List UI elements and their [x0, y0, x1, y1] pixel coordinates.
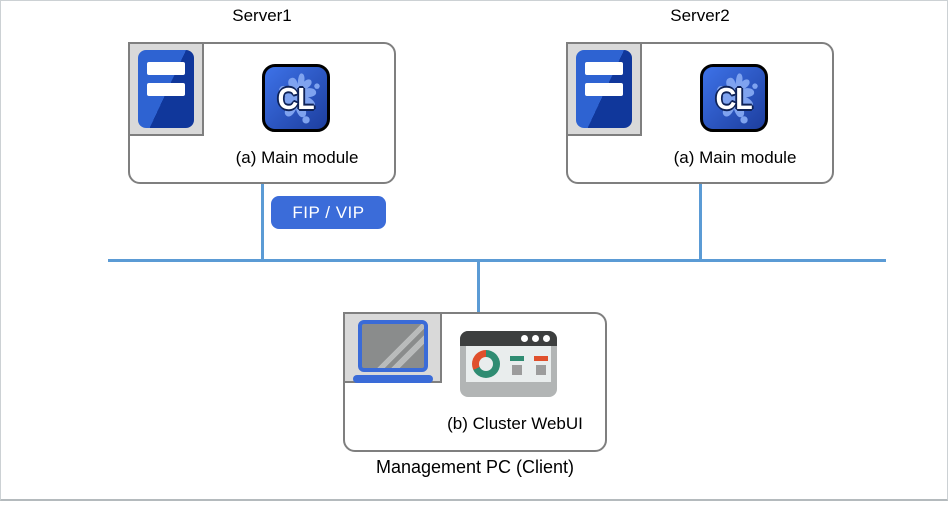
network-line-management-pc	[477, 259, 480, 314]
server-icon-plate	[128, 42, 204, 136]
cl-icon-text: CL	[277, 80, 315, 116]
server-tower-icon	[576, 50, 632, 128]
cl-splash-icon	[715, 73, 758, 124]
network-line-server1	[261, 184, 264, 261]
dashboard-widget	[534, 346, 548, 382]
network-line-horizontal	[108, 259, 886, 262]
server2-node: CL (a) Main module	[566, 42, 834, 184]
widget-square	[512, 365, 522, 375]
cl-icon-text: CL	[715, 80, 753, 116]
browser-dot-icon	[521, 335, 528, 342]
server2-module-label: (a) Main module	[673, 148, 797, 167]
browser-titlebar	[460, 331, 557, 346]
server1-title: Server1	[232, 6, 292, 25]
server-slot-bar	[585, 62, 623, 75]
server-slot-bar	[585, 83, 623, 96]
browser-dashboard-icon	[460, 331, 557, 397]
cl-splash-icon	[277, 73, 320, 124]
management-pc-caption: Management PC (Client)	[375, 457, 575, 477]
widget-bar	[534, 356, 548, 361]
browser-content	[466, 346, 551, 382]
server-icon-plate	[566, 42, 642, 136]
laptop-base	[353, 375, 433, 383]
server1-node: CL (a) Main module	[128, 42, 396, 184]
fip-vip-badge: FIP / VIP	[271, 196, 386, 229]
laptop-icon	[358, 320, 428, 372]
webui-label: (b) Cluster WebUI	[447, 414, 583, 433]
widget-square	[536, 365, 546, 375]
widget-bar	[510, 356, 524, 361]
network-line-server2	[699, 184, 702, 261]
server-slot-bar	[147, 83, 185, 96]
server-tower-icon	[138, 50, 194, 128]
browser-dot-icon	[543, 335, 550, 342]
cl-app-icon: CL	[700, 64, 768, 132]
server1-module-label: (a) Main module	[235, 148, 359, 167]
management-pc-node: (b) Cluster WebUI	[343, 312, 607, 452]
cl-app-icon: CL	[262, 64, 330, 132]
dashboard-widget	[510, 346, 524, 382]
server2-title: Server2	[670, 6, 730, 25]
server-slot-bar	[147, 62, 185, 75]
donut-chart-icon	[472, 350, 500, 378]
laptop-icon-plate	[343, 312, 442, 383]
browser-dot-icon	[532, 335, 539, 342]
